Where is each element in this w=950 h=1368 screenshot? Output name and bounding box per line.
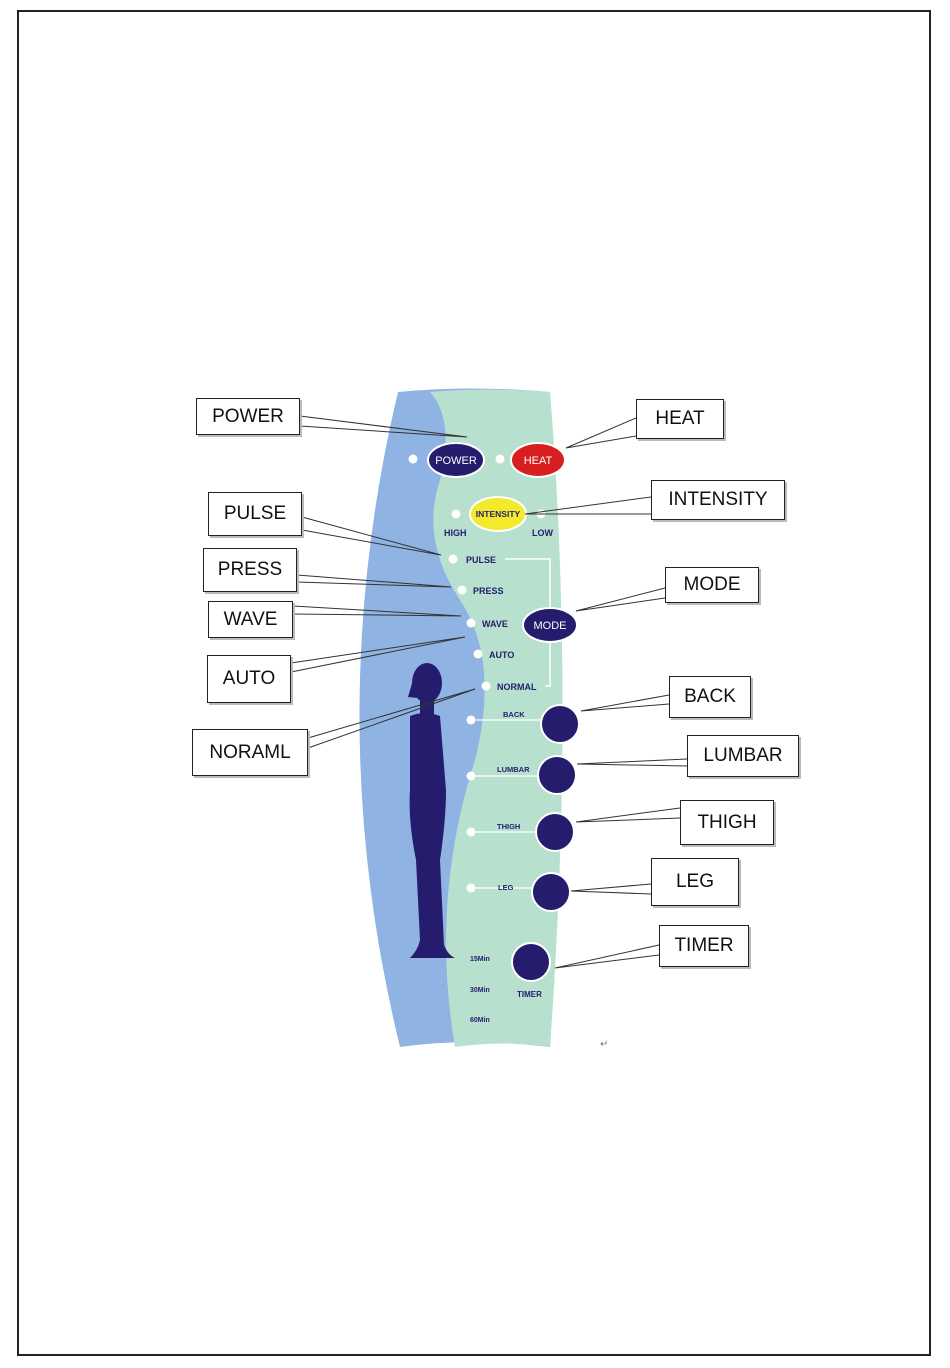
back-indicator — [467, 716, 476, 725]
heat-button-label: HEAT — [524, 455, 553, 467]
callout-heat: HEAT — [636, 399, 724, 439]
timer-15min-label: 15Min — [470, 956, 490, 963]
callout-wave-text: WAVE — [224, 609, 278, 631]
callout-lumbar-text: LUMBAR — [703, 745, 782, 767]
mode-button[interactable]: MODE — [523, 608, 577, 642]
callout-auto: AUTO — [207, 655, 291, 703]
normal-indicator — [482, 682, 491, 691]
callout-back-text: BACK — [684, 686, 736, 708]
callout-power-text: POWER — [212, 406, 284, 428]
pulse-label: PULSE — [466, 555, 496, 565]
callout-press: PRESS — [203, 548, 297, 592]
callout-thigh-text: THIGH — [697, 812, 756, 834]
callout-timer: TIMER — [659, 925, 749, 967]
intensity-button[interactable]: INTENSITY — [470, 497, 526, 531]
press-indicator — [458, 586, 467, 595]
callout-intensity: INTENSITY — [651, 480, 785, 520]
back-button[interactable] — [541, 705, 579, 743]
callout-mode-text: MODE — [684, 574, 741, 596]
timer-label: TIMER — [517, 990, 542, 999]
callout-pulse-text: PULSE — [224, 503, 286, 525]
callout-noraml-text: NORAML — [209, 742, 290, 764]
callout-back: BACK — [669, 676, 751, 718]
leg-indicator — [467, 884, 476, 893]
callout-thigh: THIGH — [680, 800, 774, 845]
mode-button-label: MODE — [534, 620, 567, 632]
thigh-button[interactable] — [536, 813, 574, 851]
callout-noraml: NORAML — [192, 729, 308, 776]
high-label: HIGH — [444, 528, 467, 538]
callout-pulse: PULSE — [208, 492, 302, 536]
leg-button[interactable] — [532, 873, 570, 911]
callout-power: POWER — [196, 398, 300, 435]
back-label: BACK — [503, 710, 525, 719]
thigh-indicator — [467, 828, 476, 837]
callout-auto-text: AUTO — [223, 668, 275, 690]
callout-leg-text: LEG — [676, 871, 714, 893]
auto-label: AUTO — [489, 650, 514, 660]
callout-mode: MODE — [665, 567, 759, 603]
callout-wave: WAVE — [208, 601, 293, 638]
press-label: PRESS — [473, 586, 504, 596]
timer-button[interactable] — [512, 943, 550, 981]
lumbar-indicator — [467, 772, 476, 781]
callout-intensity-text: INTENSITY — [668, 489, 767, 511]
power-button[interactable]: POWER — [428, 443, 484, 477]
thigh-label: THIGH — [497, 822, 520, 831]
high-indicator — [452, 510, 461, 519]
lumbar-button[interactable] — [538, 756, 576, 794]
auto-indicator — [474, 650, 483, 659]
callout-press-text: PRESS — [218, 559, 282, 581]
timer-60min-label: 60Min — [470, 1017, 490, 1024]
callout-timer-text: TIMER — [674, 935, 733, 957]
power-indicator — [409, 455, 418, 464]
intensity-button-label: INTENSITY — [476, 509, 521, 519]
low-label: LOW — [532, 528, 553, 538]
pulse-indicator — [449, 555, 458, 564]
power-button-label: POWER — [435, 455, 477, 467]
paragraph-mark: ↵ — [600, 1039, 608, 1050]
normal-label: NORMAL — [497, 682, 537, 692]
callout-lumbar: LUMBAR — [687, 735, 799, 777]
timer-30min-label: 30Min — [470, 987, 490, 994]
wave-label: WAVE — [482, 619, 508, 629]
callout-leg: LEG — [651, 858, 739, 906]
wave-indicator — [467, 619, 476, 628]
lumbar-label: LUMBAR — [497, 765, 530, 774]
leg-label: LEG — [498, 883, 514, 892]
heat-button[interactable]: HEAT — [511, 443, 565, 477]
callout-heat-text: HEAT — [655, 408, 704, 430]
heat-indicator — [496, 455, 505, 464]
